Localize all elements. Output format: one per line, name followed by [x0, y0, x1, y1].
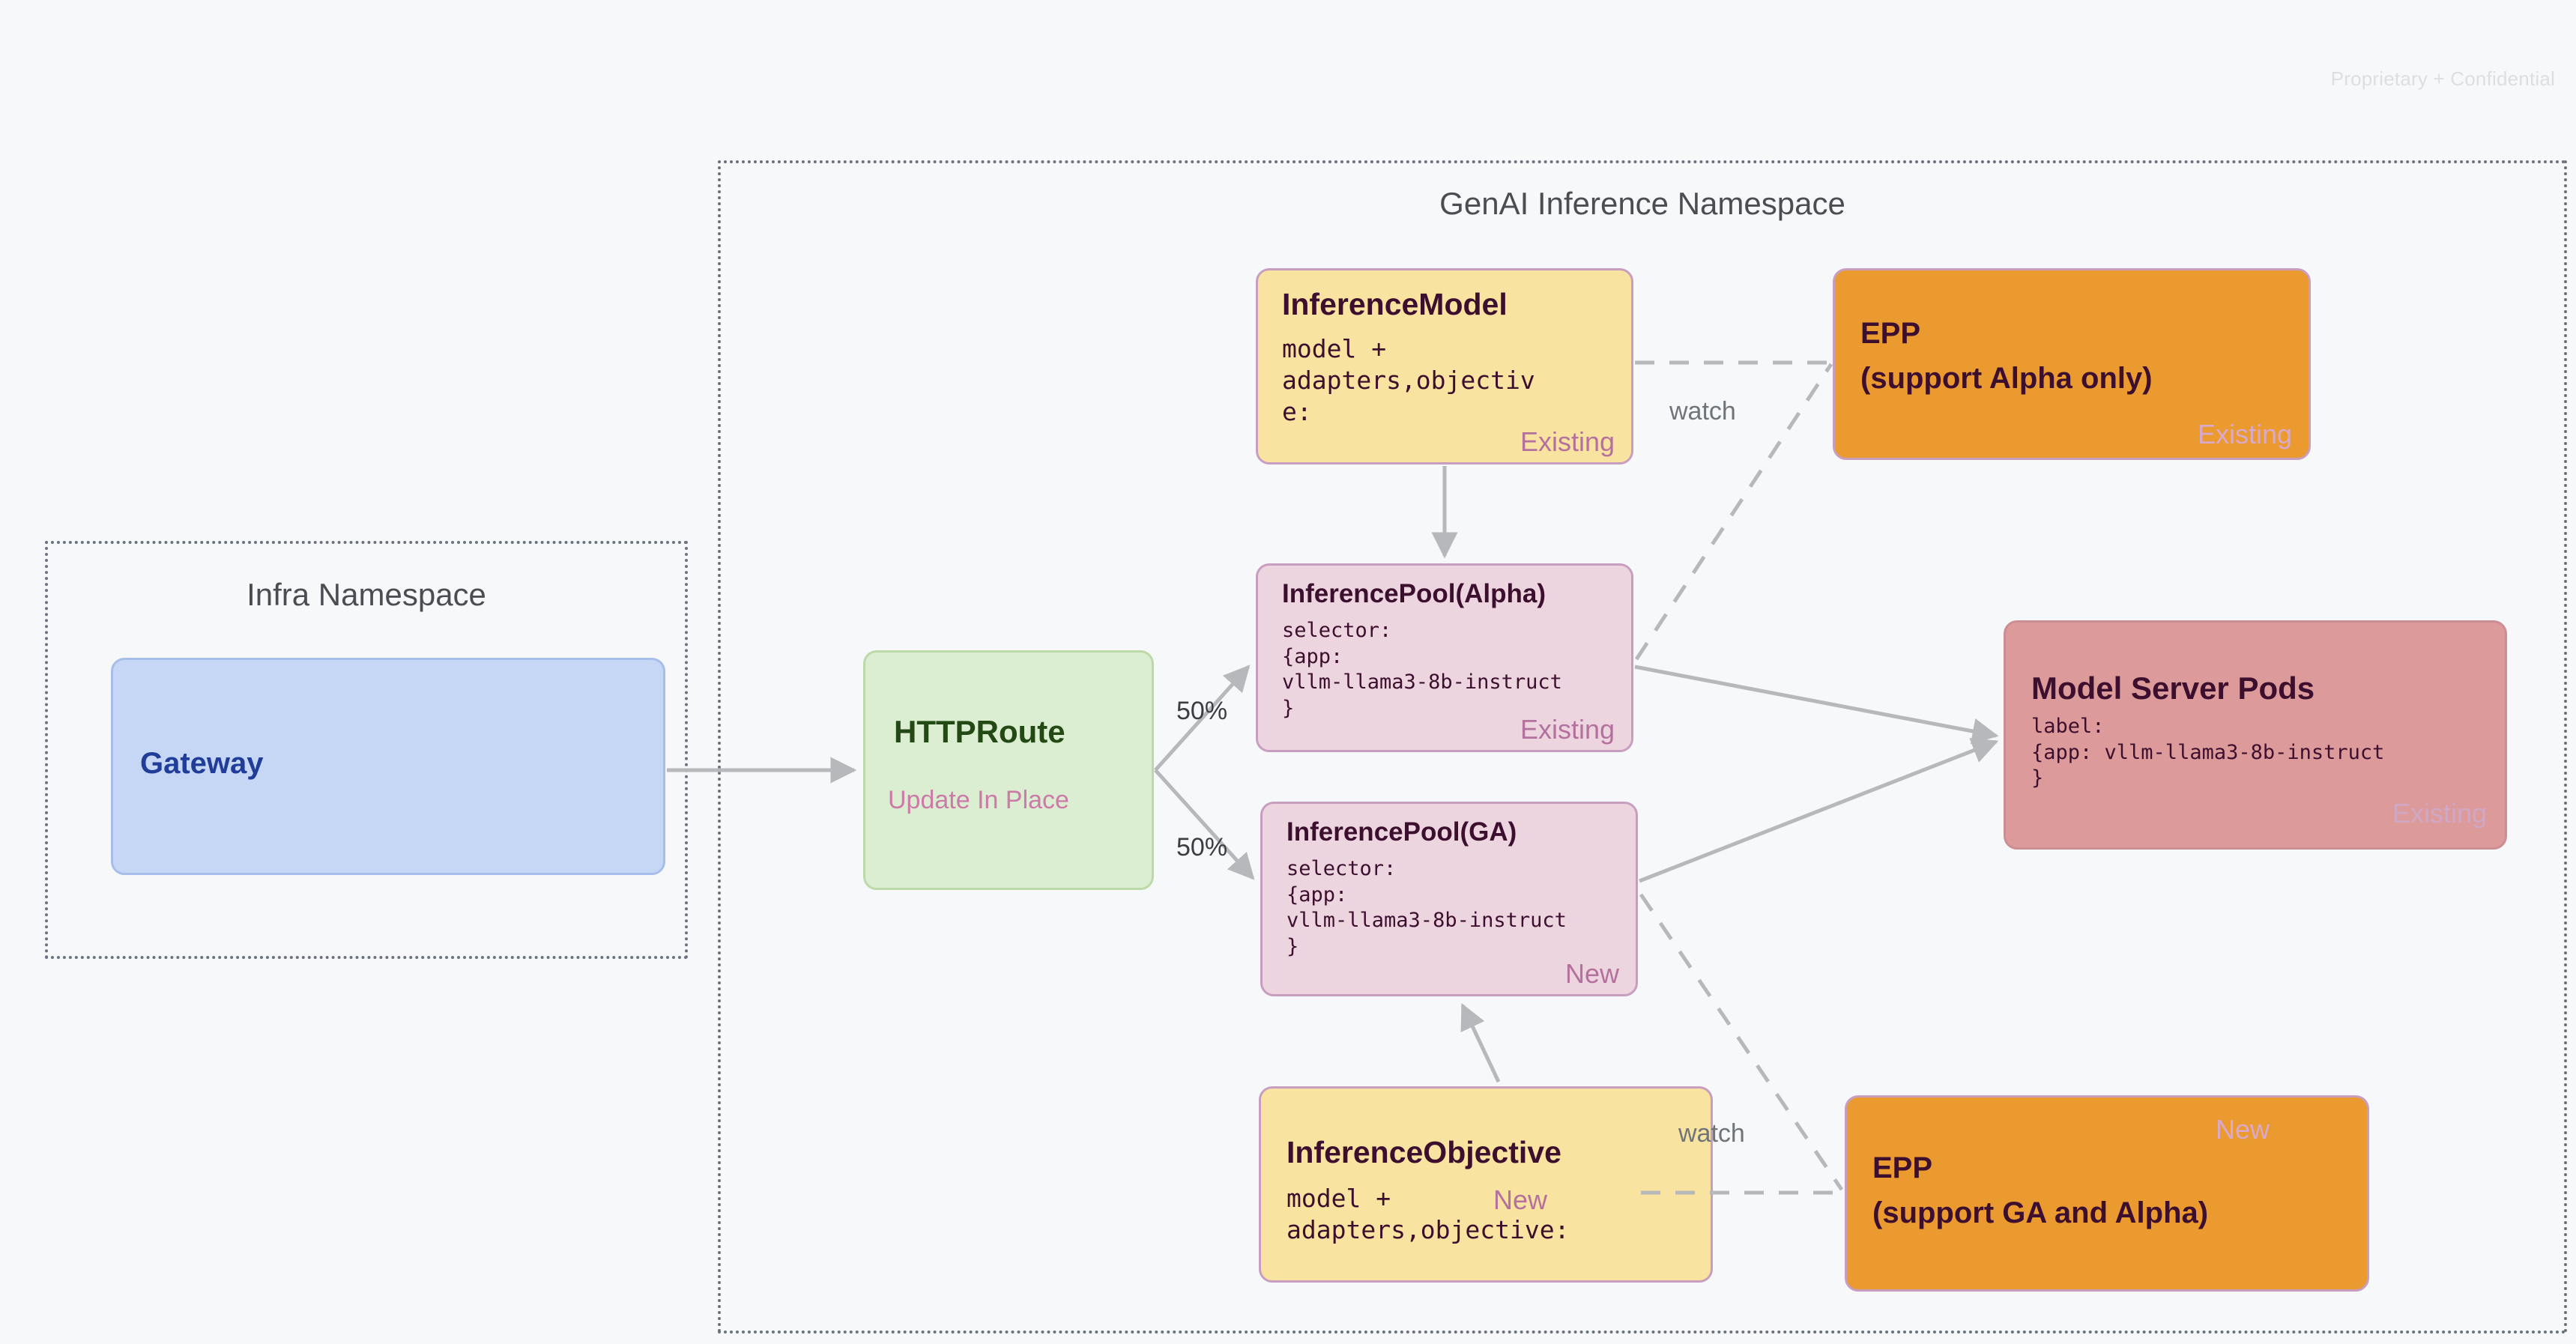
inference-pool-ga-body: selector: {app: vllm-llama3-8b-instruct …: [1287, 857, 1567, 958]
inference-model-body: model + adapters,objectiv e:: [1282, 334, 1535, 427]
infra-namespace-title: Infra Namespace: [247, 577, 486, 612]
inference-pool-ga-tag: New: [1564, 958, 1619, 989]
epp-ga-title-line1: EPP: [1872, 1151, 1933, 1184]
inference-pool-ga-node[interactable]: InferencePool(GA) selector: {app: vllm-l…: [1260, 802, 1638, 996]
model-server-pods-node[interactable]: Model Server Pods label: {app: vllm-llam…: [2004, 620, 2507, 850]
infra-namespace-container: [45, 541, 688, 959]
httproute-node[interactable]: HTTPRoute Update In Place: [863, 650, 1154, 890]
edge-label-split-top: 50%: [1176, 697, 1228, 725]
inference-pool-alpha-body: selector: {app: vllm-llama3-8b-instruct …: [1282, 619, 1562, 720]
inference-objective-tag: New: [1493, 1184, 1548, 1215]
confidential-notice: Proprietary + Confidential: [2330, 67, 2555, 90]
epp-alpha-title-line1: EPP: [1860, 317, 1921, 350]
inference-model-tag: Existing: [1520, 426, 1615, 457]
edge-label-watch-top: watch: [1669, 397, 1736, 426]
inference-pool-alpha-title: InferencePool(Alpha): [1282, 579, 1546, 608]
edge-label-split-bottom: 50%: [1176, 833, 1228, 862]
model-server-pods-title: Model Server Pods: [2031, 671, 2315, 706]
epp-ga-tag: New: [2215, 1114, 2270, 1145]
inference-pool-alpha-tag: Existing: [1520, 714, 1615, 745]
genai-namespace-title: GenAI Inference Namespace: [1439, 186, 1845, 221]
inference-model-node[interactable]: InferenceModel model + adapters,objectiv…: [1256, 268, 1633, 464]
model-server-pods-tag: Existing: [2392, 798, 2487, 829]
epp-ga-title-line2: (support GA and Alpha): [1872, 1196, 2209, 1229]
gateway-node[interactable]: Gateway: [111, 658, 665, 875]
inference-model-title: InferenceModel: [1282, 287, 1508, 321]
epp-ga-node[interactable]: EPP (support GA and Alpha) New: [1845, 1095, 2369, 1292]
httproute-title: HTTPRoute: [894, 714, 1065, 749]
inference-objective-node[interactable]: InferenceObjective model + adapters,obje…: [1259, 1086, 1713, 1283]
model-server-pods-body: label: {app: vllm-llama3-8b-instruct }: [2031, 715, 2385, 790]
epp-alpha-node[interactable]: EPP (support Alpha only) Existing: [1833, 268, 2311, 460]
inference-objective-title: InferenceObjective: [1287, 1135, 1561, 1169]
inference-objective-body: model + adapters,objective:: [1287, 1184, 1570, 1245]
epp-alpha-tag: Existing: [2197, 419, 2292, 449]
genai-namespace-container: [718, 160, 2567, 1334]
epp-alpha-title-line2: (support Alpha only): [1860, 362, 2153, 395]
httproute-tag: Update In Place: [888, 786, 1069, 814]
edge-label-watch-bottom: watch: [1678, 1119, 1745, 1148]
inference-pool-alpha-node[interactable]: InferencePool(Alpha) selector: {app: vll…: [1256, 563, 1633, 752]
inference-pool-ga-title: InferencePool(GA): [1287, 817, 1517, 847]
gateway-title: Gateway: [140, 747, 264, 780]
